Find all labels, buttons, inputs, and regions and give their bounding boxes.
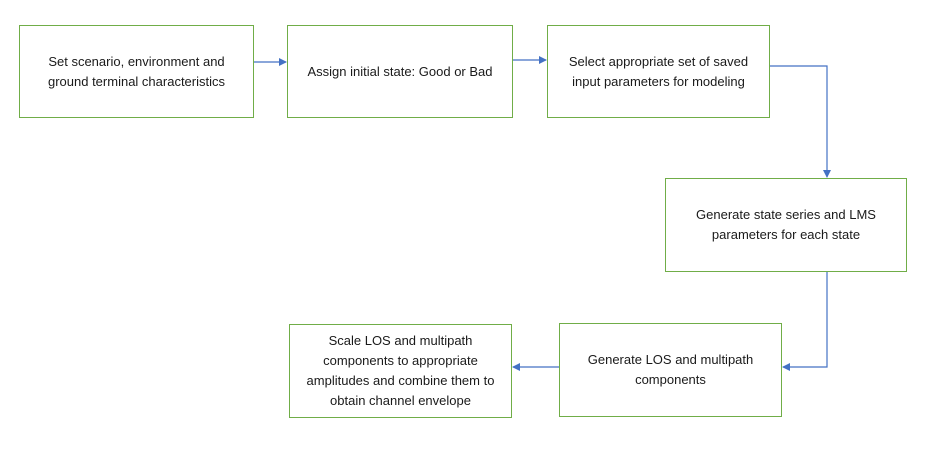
step-assign-initial-state-box: Assign initial state: Good or Bad: [287, 25, 513, 118]
step-generate-los-multipath-box: Generate LOS and multipath components: [559, 323, 782, 417]
step-select-parameters-label: Select appropriate set of saved input pa…: [568, 53, 749, 89]
step-scale-combine-label: Scale LOS and multipath components to ap…: [306, 333, 495, 408]
arrow-step3-to-step4: [770, 65, 831, 178]
step-scale-combine-box: Scale LOS and multipath components to ap…: [289, 324, 512, 418]
step-generate-state-series-label: Generate state series and LMS parameters…: [696, 207, 876, 242]
step-set-scenario-box: Set scenario, environment and ground ter…: [19, 25, 254, 118]
step-assign-initial-state-label: Assign initial state: Good or Bad: [307, 63, 493, 79]
step-generate-los-multipath-label: Generate LOS and multipath components: [587, 352, 754, 387]
step-generate-state-series-box: Generate state series and LMS parameters…: [665, 178, 907, 272]
step-set-scenario-label: Set scenario, environment and ground ter…: [47, 53, 226, 89]
step-select-parameters-box: Select appropriate set of saved input pa…: [547, 25, 770, 118]
arrow-step4-to-step5: [782, 272, 828, 371]
